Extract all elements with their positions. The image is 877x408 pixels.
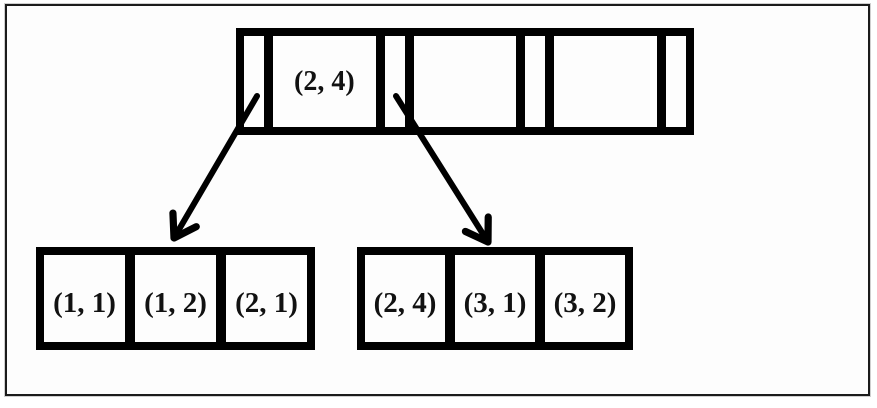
left-leaf-label-1: (1, 1) bbox=[53, 287, 116, 319]
right-leaf-node: (2, 4) (3, 1) (3, 2) bbox=[357, 247, 633, 350]
left-leaf-cell-3: (2, 1) bbox=[226, 255, 307, 342]
left-leaf-label-3: (2, 1) bbox=[235, 287, 298, 319]
root-pointer-slot-1 bbox=[244, 36, 264, 127]
root-key-cell-1: (2, 4) bbox=[273, 36, 376, 127]
right-leaf-label-1: (2, 4) bbox=[373, 287, 437, 319]
right-leaf-label-3: (3, 2) bbox=[553, 287, 617, 319]
left-leaf-cell-2: (1, 2) bbox=[135, 255, 216, 342]
btree-root-node: (2, 4) bbox=[236, 28, 694, 135]
root-key-label-1: (2, 4) bbox=[294, 65, 355, 97]
left-leaf-node: (1, 1) (1, 2) (2, 1) bbox=[36, 247, 315, 350]
root-key-cell-3 bbox=[554, 36, 658, 127]
root-pointer-slot-4 bbox=[666, 36, 687, 127]
left-leaf-label-2: (1, 2) bbox=[144, 287, 207, 319]
right-leaf-cell-3: (3, 2) bbox=[545, 255, 625, 342]
left-leaf-cell-1: (1, 1) bbox=[44, 255, 125, 342]
right-leaf-cell-1: (2, 4) bbox=[365, 255, 445, 342]
root-key-cell-2 bbox=[413, 36, 517, 127]
root-pointer-slot-2 bbox=[384, 36, 405, 127]
right-leaf-cell-2: (3, 1) bbox=[455, 255, 535, 342]
root-pointer-slot-3 bbox=[525, 36, 546, 127]
right-leaf-label-2: (3, 1) bbox=[463, 287, 527, 319]
